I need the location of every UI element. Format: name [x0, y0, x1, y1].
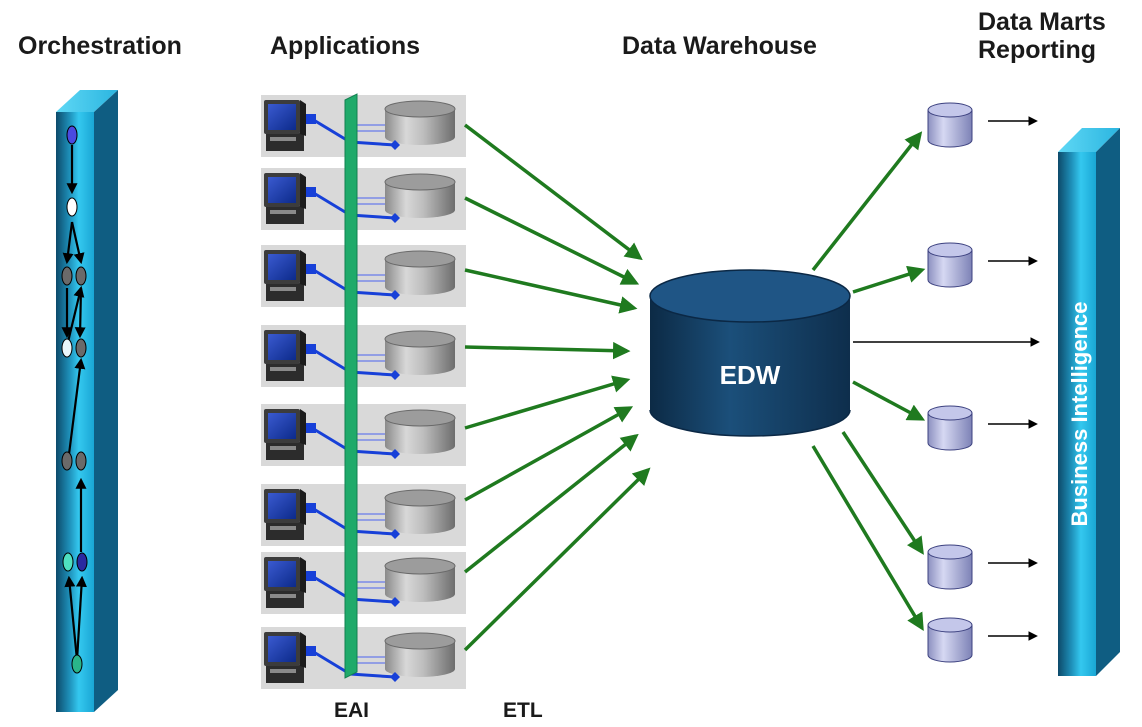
- database-icon: [384, 100, 456, 145]
- application-row: [261, 325, 466, 387]
- application-row: [261, 95, 466, 157]
- header-applications: Applications: [270, 32, 421, 60]
- mart-feed-arrow-3: [852, 380, 926, 421]
- data-mart-top: [927, 405, 973, 421]
- mart-feed-arrow-2: [852, 265, 926, 294]
- data-mart: [927, 405, 1038, 451]
- etl-arrow-5: [464, 375, 631, 430]
- database-icon: [384, 632, 456, 677]
- eai-label: EAI: [334, 699, 370, 722]
- application-row: [261, 627, 466, 689]
- data-mart-top: [927, 544, 973, 560]
- data-mart: [927, 544, 1038, 590]
- database-icon: [384, 330, 456, 375]
- mart-feed-arrow-4: [841, 431, 924, 555]
- data-mart: [927, 102, 1038, 148]
- orchestration-pillar: [56, 90, 118, 712]
- etl-arrows: [463, 123, 651, 652]
- application-row: [261, 484, 466, 546]
- etl-arrow-3: [464, 268, 638, 314]
- workflow-nodes: [61, 125, 88, 674]
- computer-icon: [264, 489, 306, 540]
- header-data-marts-line2: Reporting: [978, 36, 1097, 64]
- computer-icon: [264, 330, 306, 381]
- workflow-arrows: [61, 145, 87, 661]
- eai-link: [306, 344, 400, 380]
- eai-bus: [344, 93, 358, 679]
- data-mart-top: [927, 102, 973, 118]
- data-mart-top: [927, 242, 973, 258]
- computer-icon: [264, 173, 306, 224]
- computer-icon: [264, 250, 306, 301]
- database-icon: [384, 409, 456, 454]
- mart-feed-arrow-1: [811, 131, 923, 272]
- database-icon: [384, 557, 456, 602]
- computer-icon: [264, 100, 306, 151]
- application-row: [261, 245, 466, 307]
- etl-arrow-4: [464, 341, 631, 360]
- business-intelligence-pillar: Business Intelligence: [1058, 128, 1120, 676]
- etl-arrow-1: [463, 123, 643, 261]
- data-mart: [927, 617, 1038, 663]
- application-rows: [261, 95, 466, 689]
- application-row: [261, 552, 466, 614]
- database-icon: [384, 250, 456, 295]
- etl-label: ETL: [503, 699, 543, 722]
- computer-icon: [264, 409, 306, 460]
- header-data-warehouse: Data Warehouse: [622, 32, 817, 60]
- etl-arrow-2: [464, 196, 640, 285]
- data-mart-top: [927, 617, 973, 633]
- database-icon: [384, 173, 456, 218]
- edw-label: EDW: [720, 360, 781, 390]
- business-intelligence-label: Business Intelligence: [1067, 302, 1092, 527]
- mart-feed-arrows: [811, 131, 926, 632]
- data-mart: [927, 242, 1038, 288]
- computer-icon: [264, 632, 306, 683]
- header-data-marts-line1: Data Marts: [978, 8, 1106, 36]
- application-row: [261, 168, 466, 230]
- edw-cylinder: EDW: [649, 269, 851, 437]
- header-orchestration: Orchestration: [18, 32, 182, 60]
- etl-arrow-8: [463, 467, 651, 652]
- database-icon: [384, 489, 456, 534]
- header-data-marts-reporting: Data Marts Reporting: [978, 8, 1106, 64]
- mart-feed-arrow-5: [811, 445, 924, 632]
- etl-arrow-6: [464, 406, 634, 502]
- application-row: [261, 404, 466, 466]
- data-marts: [927, 102, 1038, 663]
- etl-arrow-7: [463, 433, 639, 574]
- computer-icon: [264, 557, 306, 608]
